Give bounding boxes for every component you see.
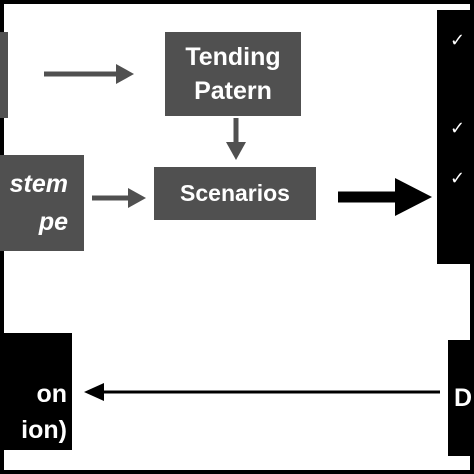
bottom-left-line-1: on [36,380,67,408]
scenarios-box: Scenarios [154,167,316,220]
tending-pattern-box: Tending Patern [165,32,301,116]
arrow-head [116,64,134,84]
bottom-left-line-2: ion) [21,416,67,444]
arrow-head [84,383,104,401]
arrow-head [226,142,246,160]
tending-pattern-line-2: Patern [194,77,272,105]
arrow-ecosystem-to-scenarios [92,188,146,208]
arrow-head [128,188,146,208]
check-icon: ✓ [450,30,466,51]
bottom-right-box: D [448,340,474,456]
arrow-tending-to-scenarios [226,118,246,160]
ecosystem-line-1: stem [9,170,68,198]
arrow-left-top-to-tending [44,64,134,84]
arrow-head [395,178,432,216]
arrow-scenarios-to-right-panel [338,178,432,216]
right-panel-box: ✓ ✓ ✓ [437,10,474,264]
left-top-box [0,32,8,118]
bottom-right-label: D [454,384,473,412]
ecosystem-line-2: pe [38,208,68,236]
ecosystem-box: stem pe [0,155,84,251]
tending-pattern-line-1: Tending [185,43,281,71]
check-icon: ✓ [450,118,466,139]
scenarios-label: Scenarios [180,180,290,206]
arrow-bottom-right-to-bottom-left [84,383,440,401]
check-icon: ✓ [450,168,466,189]
bottom-left-box: on ion) [0,333,72,450]
